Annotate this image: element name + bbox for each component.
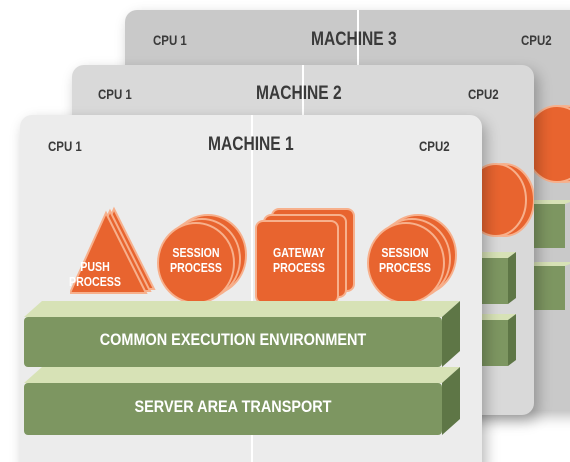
gateway-process-line2: PROCESS [273, 261, 325, 275]
machine-1-cpu-1-label: CPU 1 [48, 138, 82, 154]
push-process-shape [70, 206, 156, 294]
machine-2-title: MACHINE 2 [256, 83, 342, 104]
machine-1-title: MACHINE 1 [208, 134, 294, 155]
push-process-label: PUSH PROCESS [65, 260, 125, 290]
session-process-1-line2: PROCESS [170, 261, 222, 275]
server-area-transport-bar [24, 367, 460, 435]
machine-1-cpu-2-label: CPU2 [419, 138, 450, 154]
execution-environment-label: COMMON EXECUTION ENVIRONMENT [99, 330, 367, 349]
session-process-1-line1: SESSION [172, 246, 220, 260]
machine-3-title: MACHINE 3 [311, 29, 397, 50]
session-process-1-label: SESSION PROCESS [166, 246, 226, 276]
session-process-2-shape [367, 214, 457, 304]
push-process-line1: PUSH [80, 260, 110, 274]
machine-2-peek-processes [474, 163, 534, 237]
session-process-2-line1: SESSION [381, 246, 429, 260]
gateway-process-line1: GATEWAY [273, 246, 325, 260]
cpu-divider [251, 115, 253, 462]
machine-2-cpu-1-label: CPU 1 [98, 86, 132, 102]
server-area-transport-label: SERVER AREA TRANSPORT [134, 397, 332, 416]
session-process-1-shape [157, 214, 247, 304]
gateway-process-shape [255, 208, 355, 304]
machine-1-panel: CPU 1 MACHINE 1 CPU2 PUSH PROCESS SESSIO… [20, 115, 482, 462]
push-process-line2: PROCESS [69, 275, 121, 289]
session-process-2-label: SESSION PROCESS [375, 246, 435, 276]
machine-3-cpu-1-label: CPU 1 [153, 32, 187, 48]
execution-environment-bar [24, 301, 460, 367]
gateway-process-label: GATEWAY PROCESS [269, 246, 329, 276]
machine-2-cpu-2-label: CPU2 [468, 86, 499, 102]
session-process-2-line2: PROCESS [379, 261, 431, 275]
machine-3-cpu-2-label: CPU2 [521, 32, 552, 48]
